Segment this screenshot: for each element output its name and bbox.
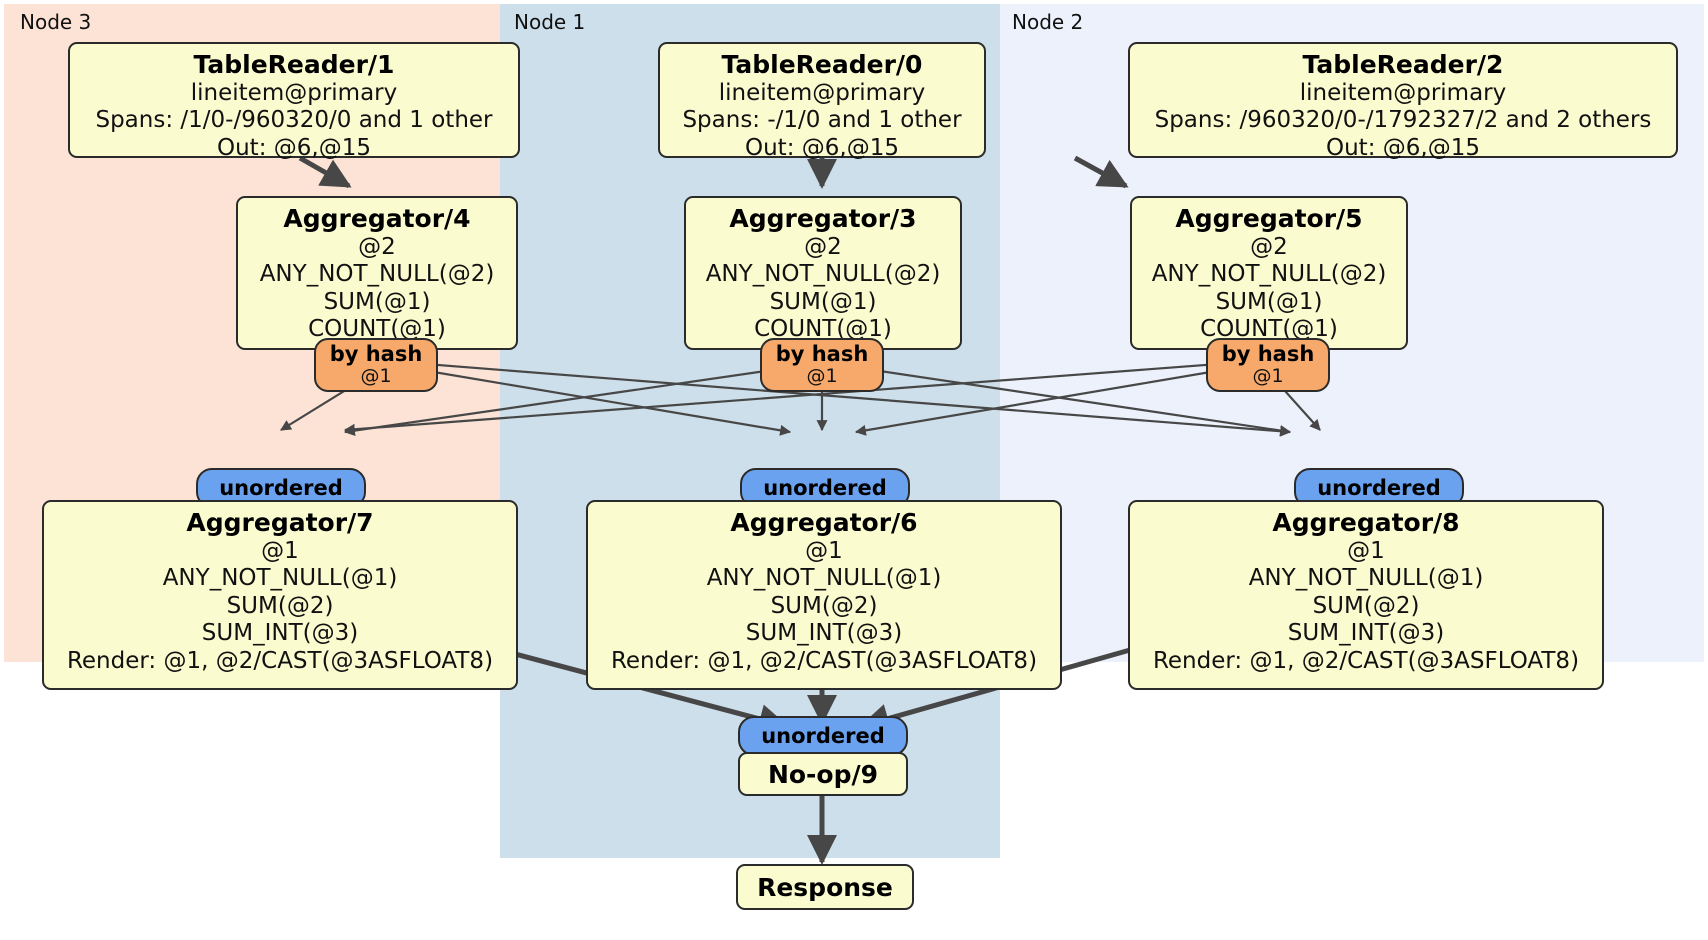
processor-line: ANY_NOT_NULL(@1): [1248, 565, 1484, 592]
processor-box-aggregator7[interactable]: Aggregator/7 @1 ANY_NOT_NULL(@1) SUM(@2)…: [42, 500, 518, 690]
processor-line: Out: @6,@15: [217, 134, 371, 161]
hash-router-column: @1: [806, 365, 838, 388]
processor-line: Spans: /960320/0-/1792327/2 and 2 others: [1154, 107, 1652, 134]
processor-line: @2: [358, 233, 396, 260]
processor-title: Aggregator/4: [283, 204, 471, 233]
processor-line: @1: [805, 537, 843, 564]
processor-line: COUNT(@1): [308, 316, 446, 343]
processor-line: SUM_INT(@3): [1287, 620, 1445, 647]
processor-line: Render: @1, @2/CAST(@3ASFLOAT8): [66, 647, 494, 674]
hash-router-label: by hash: [775, 342, 869, 366]
hash-router-center[interactable]: by hash @1: [760, 338, 884, 392]
processor-line: ANY_NOT_NULL(@2): [705, 261, 941, 288]
node-panel-label-node2: Node 2: [1012, 10, 1084, 34]
processor-line: Spans: -/1/0 and 1 other: [682, 107, 962, 134]
node-panel-label-node1: Node 1: [514, 10, 586, 34]
hash-router-right[interactable]: by hash @1: [1206, 338, 1330, 392]
processor-box-aggregator3[interactable]: Aggregator/3 @2 ANY_NOT_NULL(@2) SUM(@1)…: [684, 196, 962, 350]
processor-line: SUM(@2): [1312, 592, 1420, 619]
hash-router-label: by hash: [1221, 342, 1315, 366]
processor-line: ANY_NOT_NULL(@2): [259, 261, 495, 288]
processor-box-response[interactable]: Response: [736, 864, 914, 910]
unordered-router-final[interactable]: unordered: [738, 716, 908, 756]
processor-box-tablereader1[interactable]: TableReader/1 lineitem@primary Spans: /1…: [68, 42, 520, 161]
processor-box-aggregator5[interactable]: Aggregator/5 @2 ANY_NOT_NULL(@2) SUM(@1)…: [1130, 196, 1408, 350]
processor-line: @2: [1250, 233, 1288, 260]
processor-line: @1: [261, 537, 299, 564]
hash-router-label: by hash: [329, 342, 423, 366]
processor-line: SUM_INT(@3): [201, 620, 359, 647]
processor-box-aggregator4[interactable]: Aggregator/4 @2 ANY_NOT_NULL(@2) SUM(@1)…: [236, 196, 518, 350]
processor-line: lineitem@primary: [1299, 79, 1507, 106]
processor-line: @1: [1347, 537, 1385, 564]
processor-line: Out: @6,@15: [745, 134, 899, 161]
processor-line: SUM_INT(@3): [745, 620, 903, 647]
hash-router-left[interactable]: by hash @1: [314, 338, 438, 392]
processor-line: Spans: /1/0-/960320/0 and 1 other: [95, 107, 493, 134]
hash-router-column: @1: [1252, 365, 1284, 388]
node-panel-label-node3: Node 3: [20, 10, 92, 34]
processor-box-aggregator6[interactable]: Aggregator/6 @1 ANY_NOT_NULL(@1) SUM(@2)…: [586, 500, 1062, 690]
processor-line: SUM(@1): [323, 288, 431, 315]
processor-title: Aggregator/6: [730, 508, 918, 537]
processor-line: lineitem@primary: [718, 79, 926, 106]
processor-line: ANY_NOT_NULL(@2): [1151, 261, 1387, 288]
processor-line: SUM(@1): [769, 288, 877, 315]
processor-title: TableReader/0: [721, 50, 923, 79]
processor-line: Out: @6,@15: [1326, 134, 1480, 161]
processor-line: COUNT(@1): [1200, 316, 1338, 343]
processor-line: COUNT(@1): [754, 316, 892, 343]
processor-line: Render: @1, @2/CAST(@3ASFLOAT8): [610, 647, 1038, 674]
processor-line: lineitem@primary: [190, 79, 398, 106]
processor-title: Aggregator/8: [1272, 508, 1460, 537]
processor-box-tablereader2[interactable]: TableReader/2 lineitem@primary Spans: /9…: [1128, 42, 1678, 161]
processor-title: TableReader/2: [1302, 50, 1504, 79]
processor-line: @2: [804, 233, 842, 260]
processor-line: SUM(@2): [226, 592, 334, 619]
processor-box-tablereader0[interactable]: TableReader/0 lineitem@primary Spans: -/…: [658, 42, 986, 161]
processor-box-aggregator8[interactable]: Aggregator/8 @1 ANY_NOT_NULL(@1) SUM(@2)…: [1128, 500, 1604, 690]
processor-line: ANY_NOT_NULL(@1): [162, 565, 398, 592]
processor-title: TableReader/1: [193, 50, 395, 79]
hash-router-column: @1: [360, 365, 392, 388]
processor-line: Render: @1, @2/CAST(@3ASFLOAT8): [1152, 647, 1580, 674]
processor-title: Aggregator/5: [1175, 204, 1363, 233]
processor-title: Aggregator/3: [729, 204, 917, 233]
processor-line: ANY_NOT_NULL(@1): [706, 565, 942, 592]
processor-box-noop9[interactable]: No-op/9: [738, 752, 908, 796]
processor-line: SUM(@2): [770, 592, 878, 619]
processor-title: Aggregator/7: [186, 508, 374, 537]
processor-line: SUM(@1): [1215, 288, 1323, 315]
